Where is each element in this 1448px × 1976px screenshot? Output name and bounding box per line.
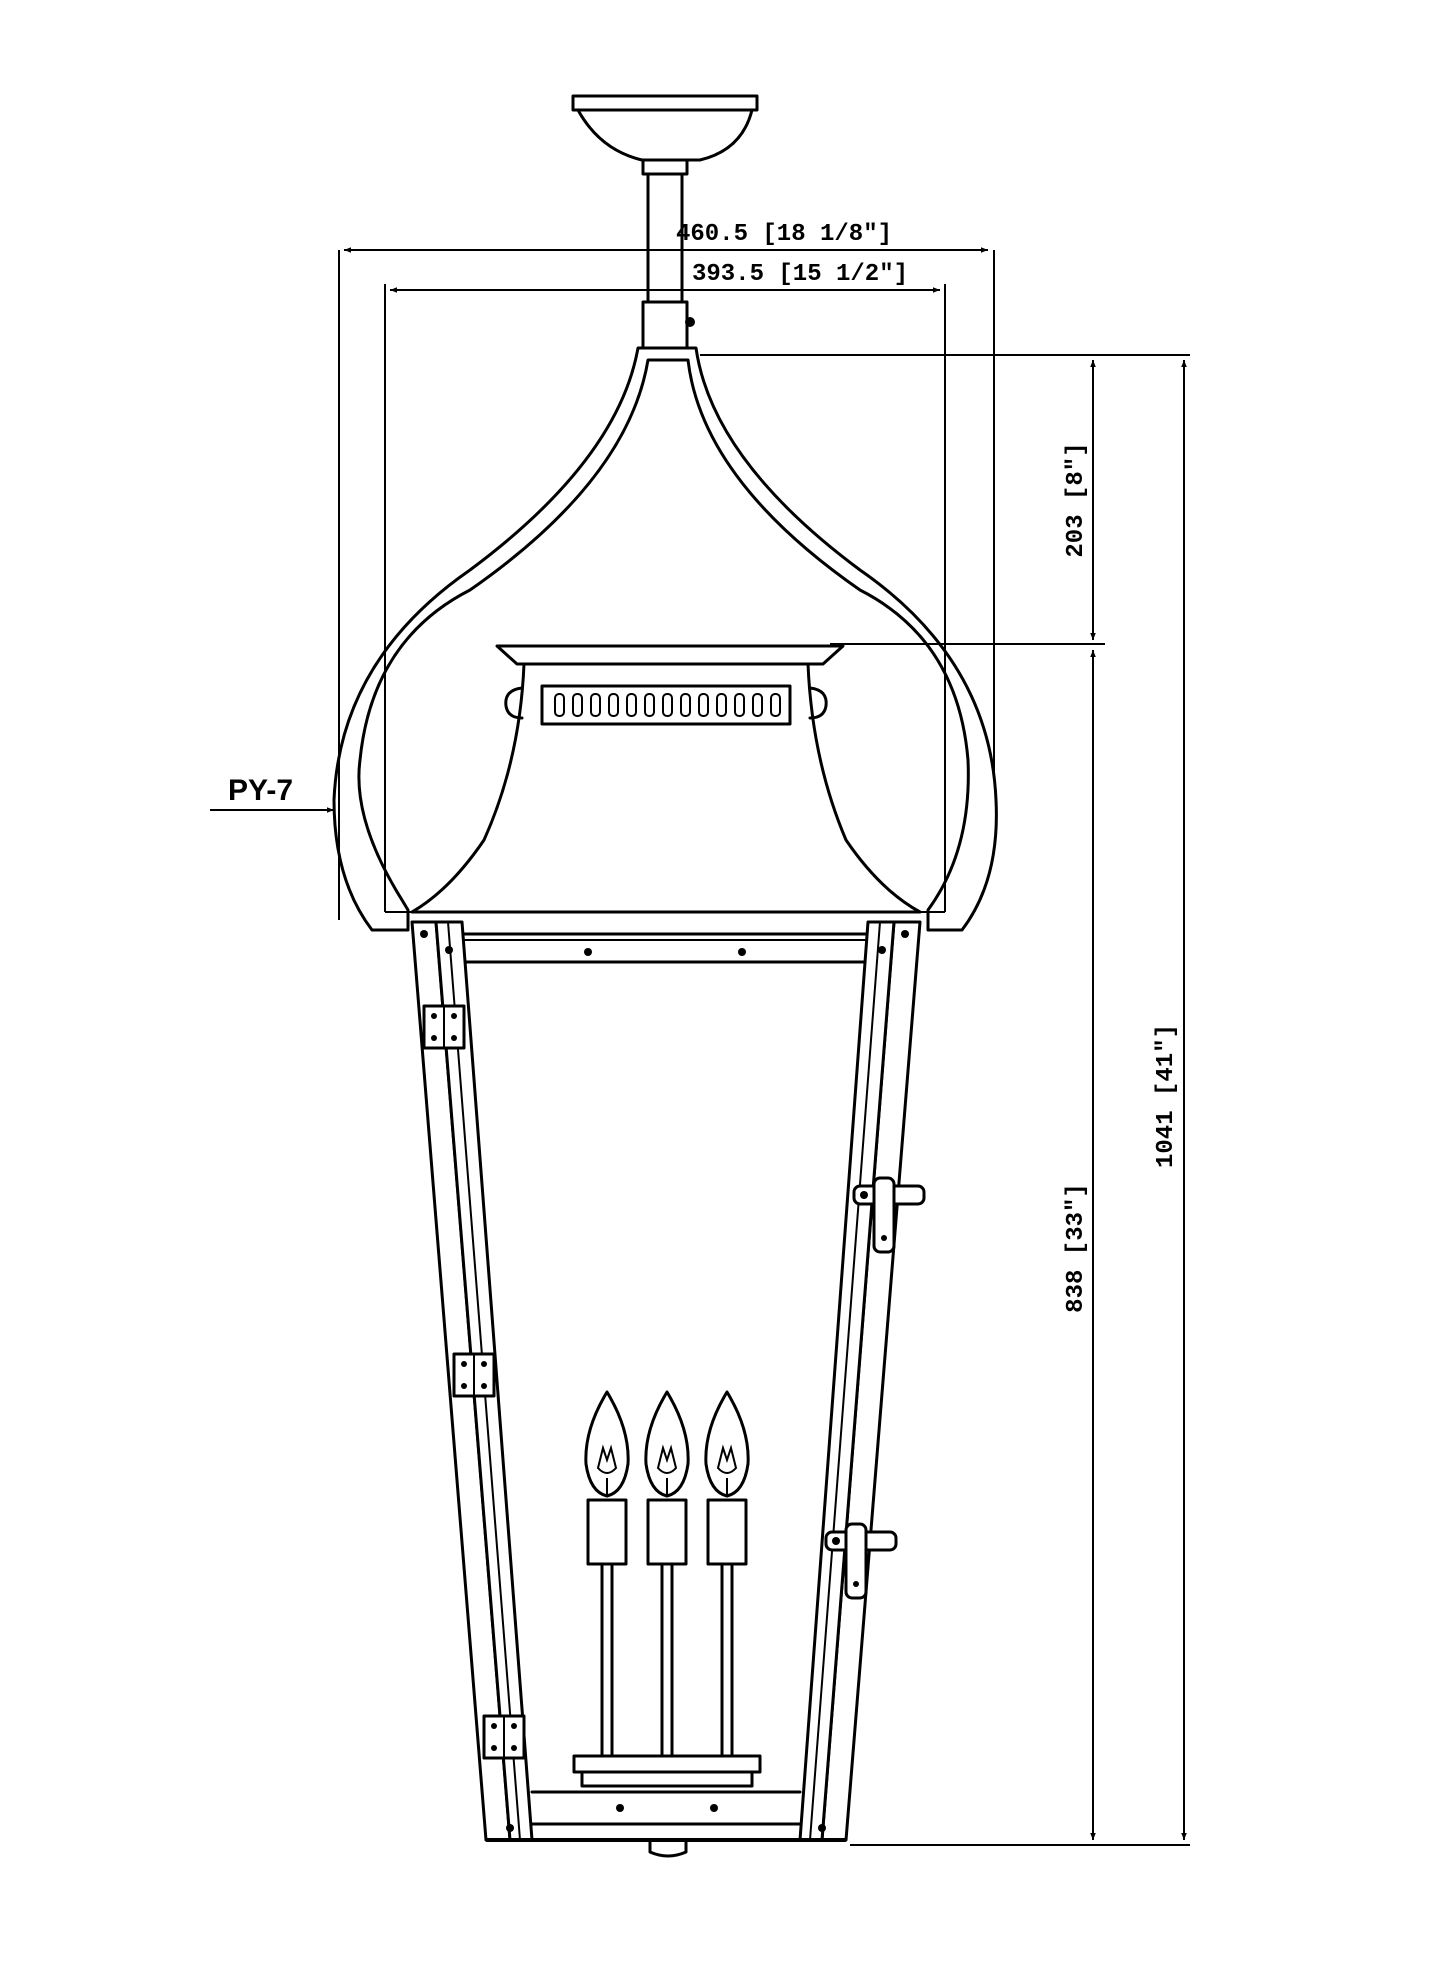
hinge-bottom <box>482 1714 526 1760</box>
onion-dome <box>332 346 998 932</box>
dimension-top-height: 203 [8"] <box>1063 360 1096 640</box>
dim-total-height-text: 1041 [41"] <box>1153 1024 1180 1168</box>
dim-top-height-text: 203 [8"] <box>1063 442 1090 557</box>
hinge-middle <box>452 1352 496 1398</box>
callout-label: PY-7 <box>228 774 293 807</box>
dim-inner-width-text: 393.5 [15 1/2"] <box>692 261 908 288</box>
candelabra <box>572 1390 762 1788</box>
dimension-overall-width: 460.5 [18 1/8"] <box>338 221 995 920</box>
dimension-total-height: 1041 [41"] <box>1153 360 1187 1840</box>
vent-hood <box>410 644 922 914</box>
dimension-body-height: 838 [33"] <box>1063 650 1096 1840</box>
ceiling-canopy <box>571 94 759 176</box>
vent-slots <box>554 693 781 717</box>
dimension-inner-width: 393.5 [15 1/2"] <box>390 261 940 293</box>
callout-py7: PY-7 <box>210 774 334 813</box>
hinge-top <box>422 1004 466 1050</box>
stem-pipe <box>641 172 695 350</box>
latch-lower <box>824 1522 898 1600</box>
rivets <box>420 930 909 1832</box>
dim-body-height-text: 838 [33"] <box>1063 1183 1090 1313</box>
latch-upper <box>852 1176 926 1254</box>
dim-overall-width-text: 460.5 [18 1/8"] <box>676 221 892 248</box>
